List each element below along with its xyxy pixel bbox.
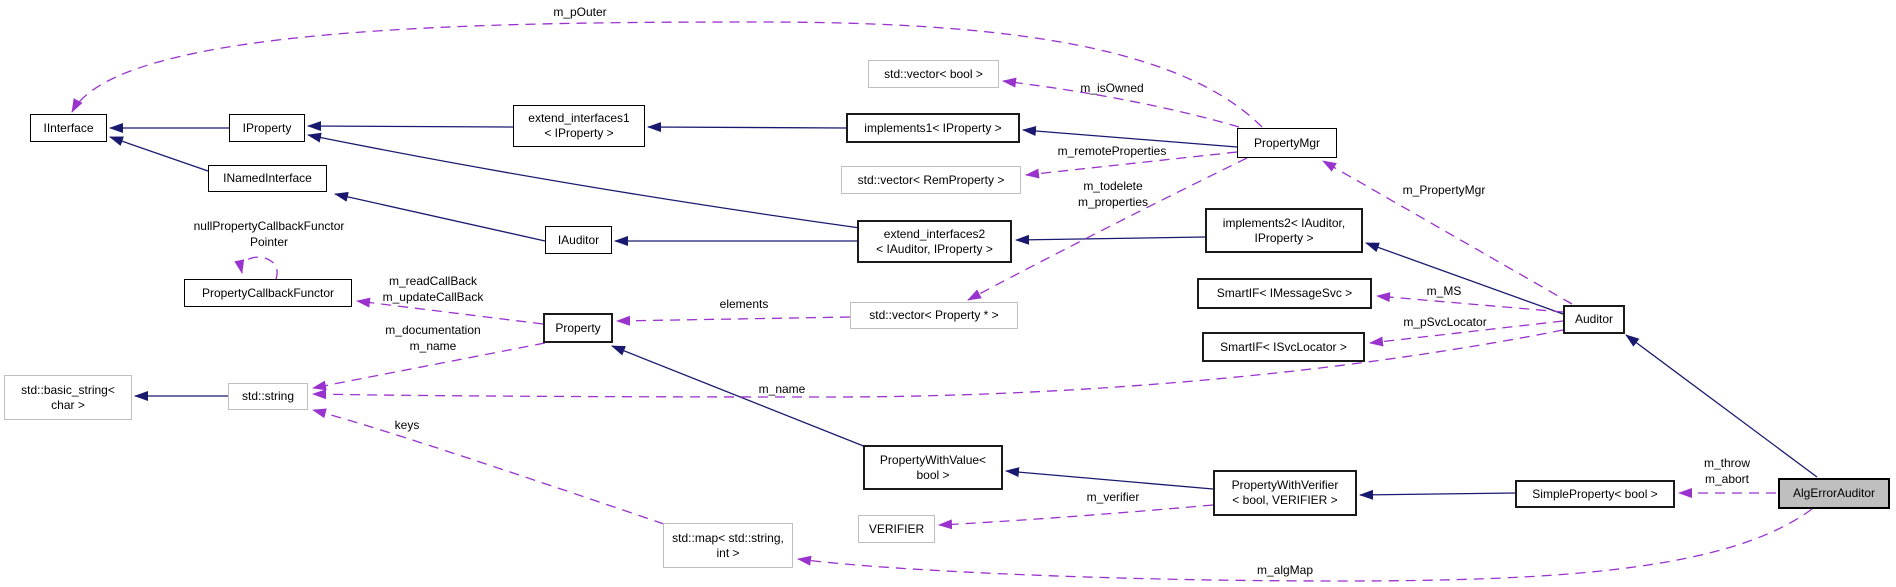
edge-label-m-remoteproperties: m_remoteProperties — [1057, 144, 1167, 158]
node-propertywithvalue[interactable]: PropertyWithValue< bool > — [863, 445, 1003, 490]
node-std-map: std::map< std::string, int > — [663, 523, 793, 568]
node-std-string: std::string — [228, 383, 308, 410]
node-property[interactable]: Property — [543, 313, 613, 343]
node-propertywithverifier[interactable]: PropertyWithVerifier < bool, VERIFIER > — [1213, 470, 1357, 516]
node-smartif-isvclocator[interactable]: SmartIF< ISvcLocator > — [1202, 332, 1365, 362]
edge-label-m-verifier: m_verifier — [1086, 490, 1140, 504]
node-smartif-imessagesvc[interactable]: SmartIF< IMessageSvc > — [1197, 278, 1372, 309]
node-iinterface[interactable]: IInterface — [30, 114, 107, 142]
edge-usage-m-callbacks — [356, 297, 544, 325]
edge-label-m-ms: m_MS — [1426, 284, 1462, 298]
edge-label-m-isowned: m_isOwned — [1080, 81, 1144, 95]
edge-propertymgr-to-implements1 — [1022, 126, 1238, 148]
edge-usage-m-remoteproperties — [1025, 151, 1238, 179]
edge-label-m-pouter: m_pOuter — [553, 5, 607, 19]
edge-usage-m-verifier — [938, 504, 1214, 530]
edge-usage-m-documentation-m-name — [312, 342, 546, 391]
node-extend-interfaces1[interactable]: extend_interfaces1 < IProperty > — [513, 105, 645, 147]
node-extend-interfaces2[interactable]: extend_interfaces2 < IAuditor, IProperty… — [857, 220, 1012, 263]
edge-extendinterfaces2-to-iproperty — [307, 132, 861, 229]
edge-usage-m-propertymgr — [1322, 160, 1573, 305]
node-implements2[interactable]: implements2< IAuditor, IProperty > — [1205, 208, 1363, 253]
node-std-vector-bool: std::vector< bool > — [868, 60, 999, 88]
node-verifier: VERIFIER — [858, 515, 935, 543]
edge-label-nullpropertycallbackfunctor-pointer: nullPropertyCallbackFunctor Pointer — [193, 219, 345, 249]
edge-label-m-psvclocator: m_pSvcLocator — [1403, 315, 1487, 329]
edge-usage-m-algmap — [797, 508, 1813, 582]
node-inamedinterface[interactable]: INamedInterface — [208, 165, 327, 192]
node-std-vector-remproperty: std::vector< RemProperty > — [841, 166, 1021, 194]
edge-label-elements: elements — [719, 297, 769, 311]
edge-label-m-readcallback-m-updatecallback: m_readCallBack m_updateCallBack — [382, 274, 484, 304]
edge-label-m-todelete-m-properties: m_todelete m_properties — [1077, 179, 1149, 209]
edge-label-m-propertymgr: m_PropertyMgr — [1402, 183, 1486, 197]
edge-label-keys: keys — [394, 418, 420, 432]
edge-usage-self-loop-nullfunctor — [234, 256, 278, 280]
edge-iauditor-to-inamedinterface — [334, 191, 546, 242]
edge-simpleproperty-to-propertywithverifier — [1359, 489, 1516, 500]
edge-implements1-to-extendinterfaces1 — [647, 122, 847, 133]
node-propertycallbackfunctor[interactable]: PropertyCallbackFunctor — [184, 279, 352, 307]
edge-label-m-algmap: m_algMap — [1256, 563, 1314, 577]
edge-implements2-to-extendinterfaces2 — [1015, 234, 1206, 245]
edge-usage-m-psvclocator — [1369, 320, 1564, 347]
edge-usage-m-todelete-m-properties — [967, 157, 1248, 301]
edge-extendinterfaces1-to-iproperty — [307, 121, 514, 132]
edge-usage-keys — [312, 408, 665, 525]
edge-usage-m-isowned — [1002, 77, 1240, 128]
node-iproperty[interactable]: IProperty — [229, 114, 305, 142]
node-auditor[interactable]: Auditor — [1563, 305, 1625, 334]
node-implements1[interactable]: implements1< IProperty > — [846, 113, 1020, 143]
edge-label-m-documentation-m-name: m_documentation m_name — [385, 323, 481, 353]
edge-usage-elements — [616, 315, 851, 326]
node-iauditor[interactable]: IAuditor — [545, 226, 612, 254]
edge-propertywithvalue-to-property — [611, 345, 867, 448]
node-std-vector-property-ptr: std::vector< Property * > — [850, 302, 1018, 329]
edge-usage-m-name-auditor — [312, 329, 1564, 400]
edge-label-m-name: m_name — [758, 382, 806, 396]
edge-usage-m-ms — [1376, 292, 1564, 313]
edge-label-m-throw-m-abort: m_throw m_abort — [1703, 456, 1751, 486]
edge-auditor-to-implements2 — [1365, 242, 1564, 315]
edge-algerrorauditor-to-auditor — [1625, 334, 1818, 478]
node-algerrorauditor: AlgErrorAuditor — [1778, 478, 1890, 509]
edge-propertywithverifier-to-propertywithvalue — [1005, 467, 1214, 490]
node-propertymgr[interactable]: PropertyMgr — [1237, 128, 1337, 158]
edge-inamedinterface-to-iinterface — [109, 136, 209, 172]
node-simpleproperty[interactable]: SimpleProperty< bool > — [1515, 480, 1675, 508]
edge-usage-m-pouter — [71, 21, 1263, 128]
node-std-basic-string: std::basic_string< char > — [4, 375, 132, 420]
